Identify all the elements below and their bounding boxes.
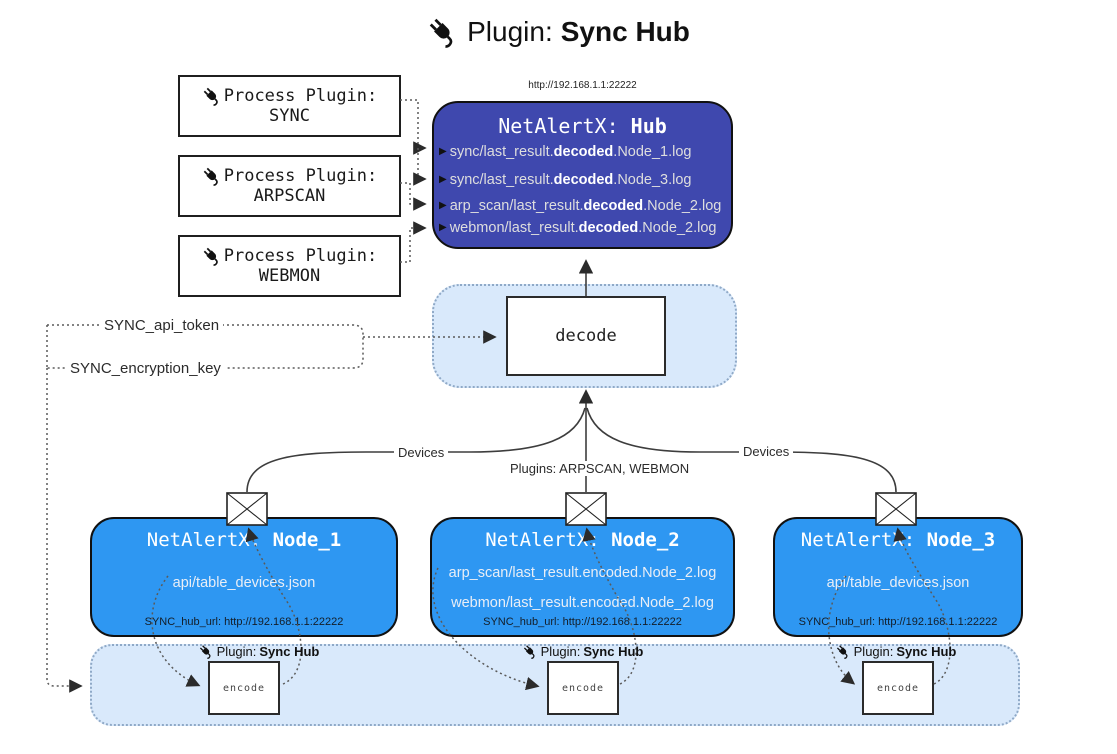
hub-url-label: http://192.168.1.1:22222 <box>528 80 637 91</box>
node-title: NetAlertX: Node_3 <box>800 529 996 551</box>
node-hub-url: SYNC_hub_url: http://192.168.1.1:22222 <box>798 616 998 628</box>
node-hub-url: SYNC_hub_url: http://192.168.1.1:22222 <box>144 616 344 628</box>
process-plugin-sync: Process Plugin: SYNC <box>178 75 401 137</box>
plug-icon <box>203 247 218 266</box>
node-content-line: api/table_devices.json <box>172 575 316 591</box>
edge-arpscan-to-hub <box>400 182 427 211</box>
process-plugin-name: SYNC <box>269 106 310 126</box>
node-content-line: api/table_devices.json <box>826 575 970 591</box>
sync-api-token-label: SYNC_api_token <box>100 317 224 334</box>
node-3-box: NetAlertX: Node_3 api/table_devices.json… <box>773 517 1023 637</box>
diagram-title: Plugin: Sync Hub <box>0 16 1117 48</box>
diagram-title-name: Sync Hub <box>560 16 690 47</box>
node-content-line: arp_scan/last_result.encoded.Node_2.log <box>448 565 717 581</box>
devices-left-label: Devices <box>394 445 449 460</box>
sync-encryption-key-label: SYNC_encryption_key <box>66 360 225 377</box>
process-plugin-label: Process Plugin: <box>223 166 378 186</box>
diagram-title-prefix: Plugin: <box>467 16 553 47</box>
node-hub-url: SYNC_hub_url: http://192.168.1.1:22222 <box>483 616 682 628</box>
encode-plugin-label-1: Plugin: Sync Hub <box>199 644 319 659</box>
process-plugin-name: WEBMON <box>258 266 321 286</box>
hub-log-line: ▶sync/last_result.decoded.Node_1.log <box>439 144 692 160</box>
decode-box: decode <box>506 296 666 376</box>
plug-icon <box>199 645 211 659</box>
process-plugin-webmon: Process Plugin: WEBMON <box>178 235 401 297</box>
node-2-box: NetAlertX: Node_2 arp_scan/last_result.e… <box>430 517 735 637</box>
edge-webmon-to-hub <box>400 221 427 263</box>
log-arrow-icon: ▶ <box>439 146 447 157</box>
plugins-edge-label: Plugins: ARPSCAN, WEBMON <box>506 461 694 476</box>
encode-box-2: encode <box>547 661 619 715</box>
edge-sync-to-hub-2 <box>413 148 427 186</box>
process-plugin-label: Process Plugin: <box>223 86 378 106</box>
plug-icon <box>523 645 535 659</box>
hub-title: NetAlertX: Hub <box>498 114 667 138</box>
plug-icon <box>203 167 218 186</box>
plug-icon <box>836 645 848 659</box>
plug-icon <box>203 87 218 106</box>
encode-plugin-label-3: Plugin: Sync Hub <box>836 644 956 659</box>
hub-log-line: ▶sync/last_result.decoded.Node_3.log <box>439 172 692 188</box>
log-arrow-icon: ▶ <box>439 222 447 233</box>
hub-log-line: ▶webmon/last_result.decoded.Node_2.log <box>439 220 717 236</box>
process-plugin-label: Process Plugin: <box>223 246 378 266</box>
encode-box-3: encode <box>862 661 934 715</box>
plug-icon <box>429 18 453 48</box>
node-content-line: webmon/last_result.encoded.Node_2.log <box>451 595 714 611</box>
process-plugin-arpscan: Process Plugin: ARPSCAN <box>178 155 401 217</box>
process-plugin-name: ARPSCAN <box>253 186 326 206</box>
edge-secrets-to-bar <box>46 368 83 693</box>
hub-box: NetAlertX: Hub ▶sync/last_result.decoded… <box>432 101 733 249</box>
devices-right-label: Devices <box>739 444 794 459</box>
encode-box-1: encode <box>208 661 280 715</box>
log-arrow-icon: ▶ <box>439 174 447 185</box>
node-1-box: NetAlertX: Node_1 api/table_devices.json… <box>90 517 398 637</box>
log-arrow-icon: ▶ <box>439 200 447 211</box>
encode-plugin-label-2: Plugin: Sync Hub <box>523 644 643 659</box>
edge-sync-to-hub-1 <box>400 99 427 155</box>
node-title: NetAlertX: Node_2 <box>485 529 680 551</box>
node-title: NetAlertX: Node_1 <box>146 529 342 551</box>
hub-log-line: ▶arp_scan/last_result.decoded.Node_2.log <box>439 198 722 214</box>
